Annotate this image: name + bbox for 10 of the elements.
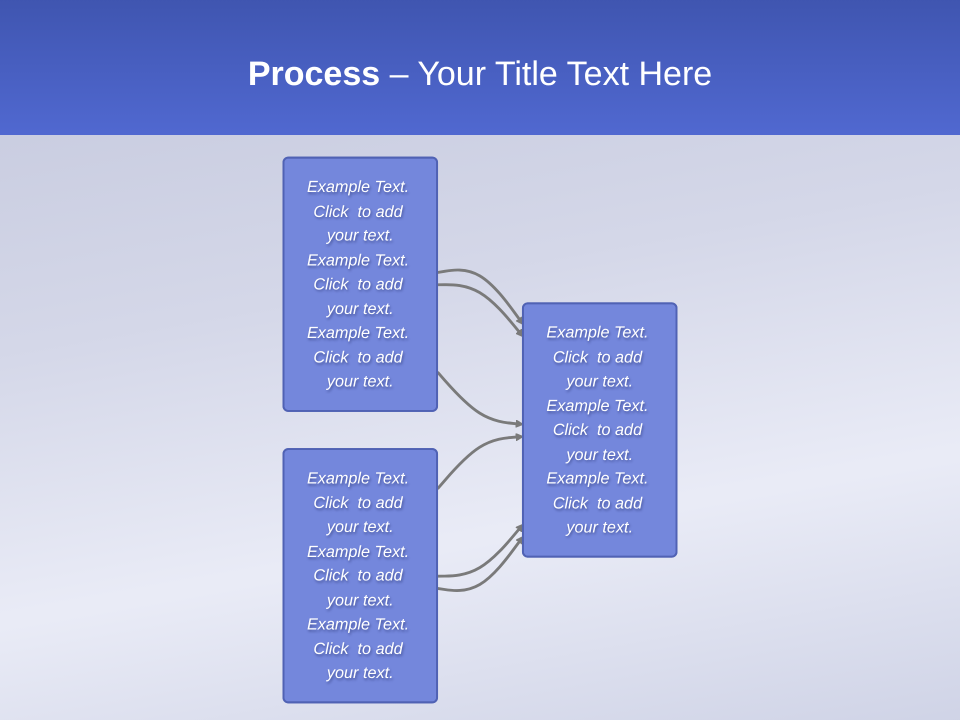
arrow [436,432,524,490]
process-box: Example Text. Click to add your text. Example Text. Click to add your text. Example Text. Click to add your text. [282,448,438,704]
arrow [438,524,524,578]
process-box: Example Text. Click to add your text. Example Text. Click to add your text. Example Text. Click to add your text. [282,156,438,412]
arrow [438,283,524,338]
arrow [437,268,524,326]
arrow [437,536,524,592]
arrow [436,371,524,428]
process-box: Example Text. Click to add your text. Example Text. Click to add your text. Example Text. Click to add your text. [522,302,678,558]
slide-title: Process – Your Title Text Here [246,54,714,95]
